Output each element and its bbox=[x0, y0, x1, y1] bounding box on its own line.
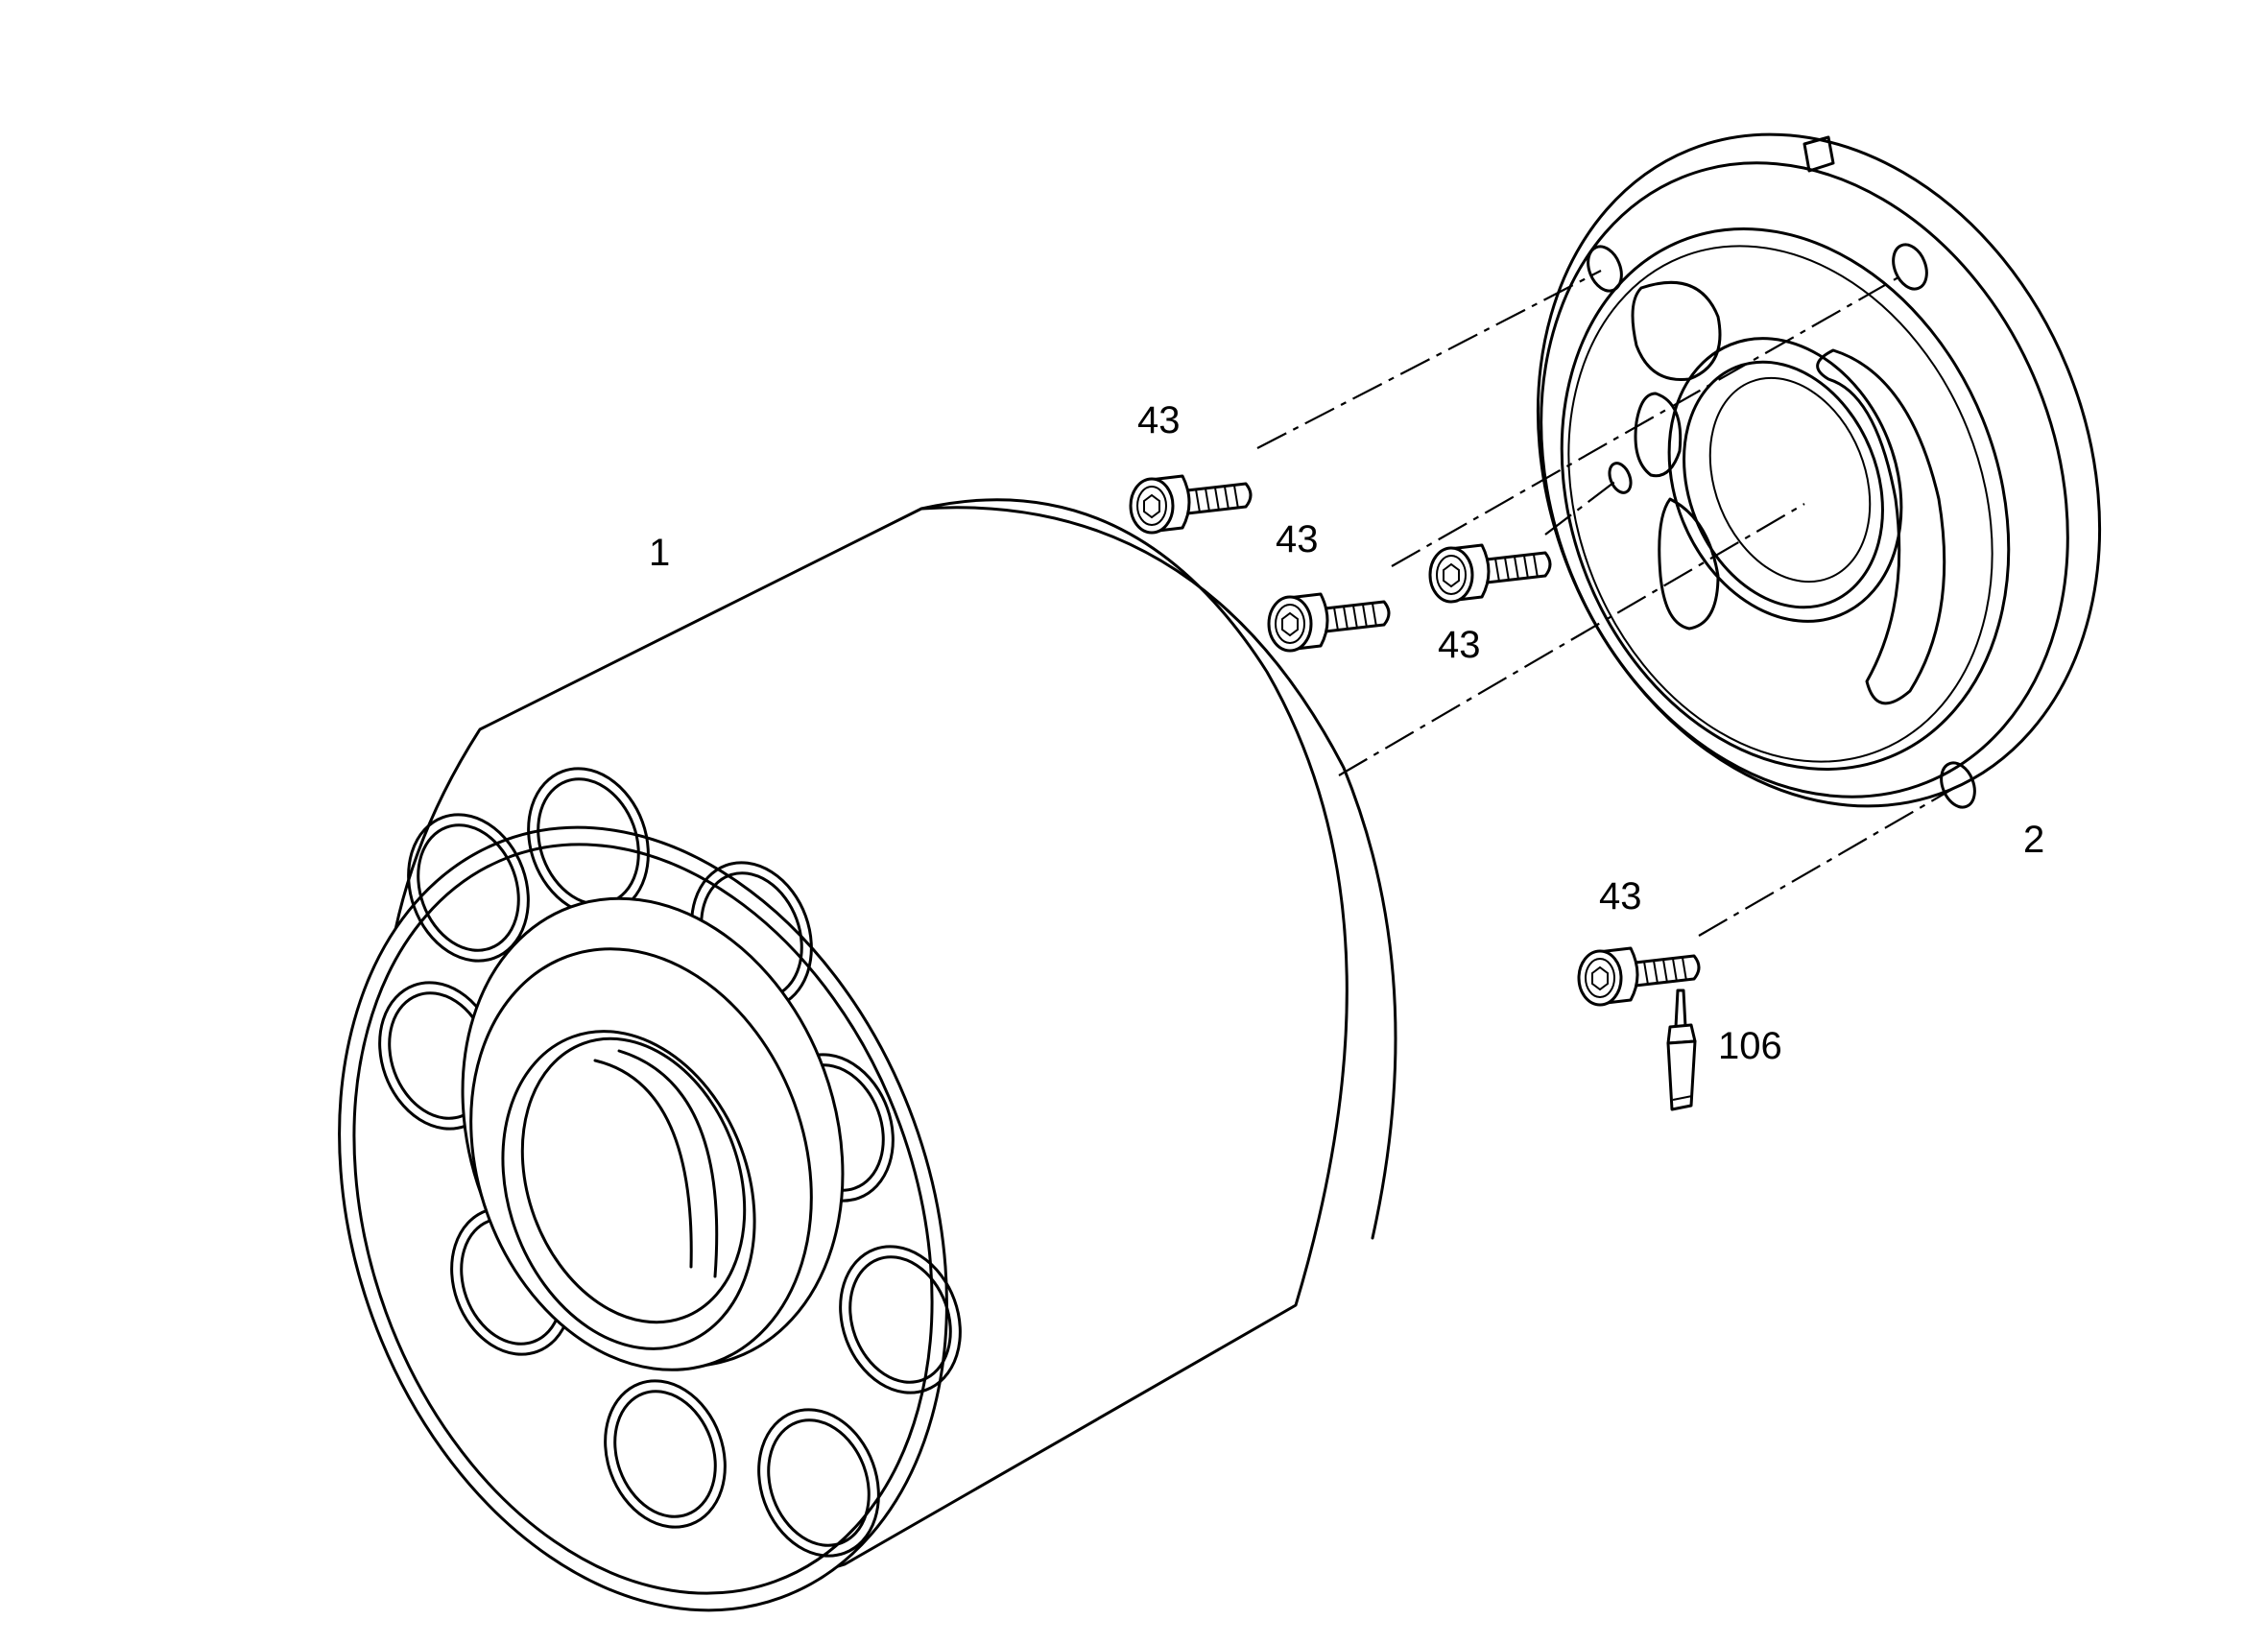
part-label-1: 1 bbox=[649, 532, 671, 574]
assembly-center-lines bbox=[1256, 270, 1957, 937]
thread-locker-tube bbox=[1666, 989, 1697, 1111]
screw-c bbox=[1428, 543, 1552, 604]
part-label-43-d: 43 bbox=[1599, 875, 1642, 917]
part-label-43-c: 43 bbox=[1438, 624, 1481, 666]
valve-plate bbox=[1536, 132, 2102, 809]
part-label-2: 2 bbox=[2023, 819, 2045, 861]
part-label-43-a: 43 bbox=[1137, 399, 1181, 441]
screw-a bbox=[1129, 474, 1253, 535]
cylinder-block bbox=[338, 498, 1397, 1612]
part-label-43-b: 43 bbox=[1276, 518, 1319, 560]
screw-b bbox=[1267, 592, 1391, 653]
part-label-106: 106 bbox=[1718, 1025, 1782, 1067]
